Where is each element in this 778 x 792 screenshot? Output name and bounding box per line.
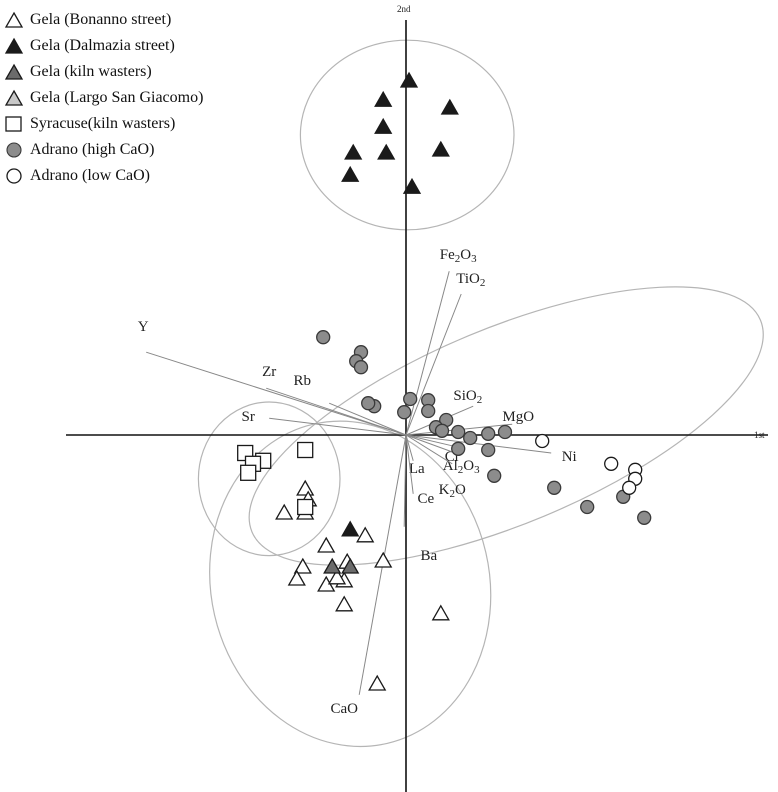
circle-filled-point (397, 405, 412, 420)
loading-label: Y (138, 319, 149, 335)
circle-open-point (604, 456, 619, 471)
loading-line (405, 271, 450, 436)
legend-label: Gela (Dalmazia street) (30, 37, 175, 54)
loading-line (405, 434, 552, 454)
circle-filled-point (463, 430, 478, 446)
triangle-open-icon (4, 11, 24, 28)
triangle-open-point (431, 604, 450, 621)
square-open-point (297, 441, 314, 459)
square-open-icon (5, 116, 22, 132)
loading-line (405, 434, 453, 447)
loading-line (146, 351, 407, 436)
legend-label: Adrano (high CaO) (30, 141, 155, 158)
group-ellipse (248, 286, 764, 566)
circle-filled-point (421, 403, 436, 419)
loading-label: Zr (262, 364, 276, 380)
square-open-point (240, 464, 257, 481)
triangle-open-point (275, 503, 294, 520)
loading-label: Ni (562, 449, 577, 465)
loading-line (405, 434, 456, 454)
loading-label: La (409, 461, 425, 477)
loading-line (329, 402, 407, 436)
y-axis-label: 2nd (397, 4, 411, 14)
triangle-open-point (296, 479, 315, 496)
data-points (237, 71, 652, 691)
legend-label: Gela (Largo San Giacomo) (30, 89, 204, 106)
loading-label: Ce (417, 491, 434, 507)
circle-filled-point (481, 426, 496, 441)
group-ellipse (197, 401, 341, 557)
triangle-dark-point (323, 557, 342, 574)
triangle-open-point (327, 568, 347, 585)
circle-filled-point (481, 442, 496, 458)
legend-label: Syracuse(kiln wasters) (30, 115, 176, 132)
circle-filled-point (353, 360, 369, 375)
circle-open-icon (6, 168, 22, 184)
circle-filled-point (403, 391, 418, 407)
circle-filled-point (451, 441, 466, 456)
loading-line (403, 434, 407, 527)
triangle-filled-point (399, 71, 419, 88)
circle-filled-point (487, 468, 502, 483)
triangle-dark-point (341, 557, 360, 574)
triangle-filled-point (341, 520, 360, 537)
triangle-filled-icon (4, 37, 24, 54)
circle-open-point (535, 433, 550, 449)
triangle-filled-point (344, 143, 363, 160)
group-ellipse (209, 420, 492, 748)
triangle-filled-point (440, 98, 459, 115)
loading-label: Al2O3 (443, 458, 480, 476)
loading-line (405, 293, 462, 436)
triangle-open-point (335, 595, 354, 612)
square-open-point (297, 498, 314, 516)
x-axis-label: 1st (754, 430, 765, 440)
triangle-open-point (293, 557, 312, 574)
loading-label: Rb (293, 373, 311, 389)
triangle-light-icon (4, 89, 24, 106)
circle-filled-point (451, 424, 466, 440)
loading-label: Fe2O3 (440, 247, 477, 265)
circle-open-point (622, 480, 637, 495)
circle-filled-point (497, 424, 513, 440)
loading-label: CaO (330, 701, 358, 717)
triangle-open-point (374, 551, 393, 568)
circle-filled-point (637, 510, 652, 525)
legend-label: Gela (Bonanno street) (30, 11, 172, 28)
circle-filled-point (547, 480, 562, 495)
loading-label: Ba (420, 548, 437, 564)
loading-line (269, 417, 407, 436)
group-ellipses (197, 39, 764, 748)
loading-label: Sr (242, 409, 255, 425)
loading-line (405, 434, 414, 494)
loading-line (405, 434, 414, 461)
triangle-open-point (317, 536, 336, 553)
loading-line (266, 387, 407, 436)
triangle-open-point (368, 674, 387, 691)
triangle-open-point (287, 569, 306, 586)
triangle-filled-point (341, 165, 360, 182)
circle-filled-point (316, 330, 331, 345)
group-ellipse (299, 39, 515, 231)
triangle-filled-point (374, 117, 393, 134)
circle-filled-point (580, 499, 595, 515)
loading-line (405, 434, 453, 465)
circle-filled-point (361, 396, 376, 411)
triangle-filled-point (431, 140, 450, 157)
legend-label: Adrano (low CaO) (30, 167, 150, 184)
triangle-filled-point (402, 177, 422, 194)
legend-label: Gela (kiln wasters) (30, 63, 152, 80)
triangle-open-point (356, 526, 375, 543)
triangle-dark-icon (4, 63, 24, 80)
loading-label: TiO2 (456, 271, 485, 289)
loading-label: K2O (439, 482, 466, 500)
loading-vectors: YZrRbSrFe2O3TiO2SiO2MgOCrAl2O3K2ONiLaCeB… (138, 247, 577, 717)
circle-filled-point (434, 423, 450, 438)
loading-label: SiO2 (453, 388, 482, 406)
loading-label: MgO (502, 409, 534, 425)
circle-filled-icon (6, 142, 22, 158)
triangle-filled-point (374, 90, 393, 107)
triangle-filled-point (377, 143, 396, 160)
